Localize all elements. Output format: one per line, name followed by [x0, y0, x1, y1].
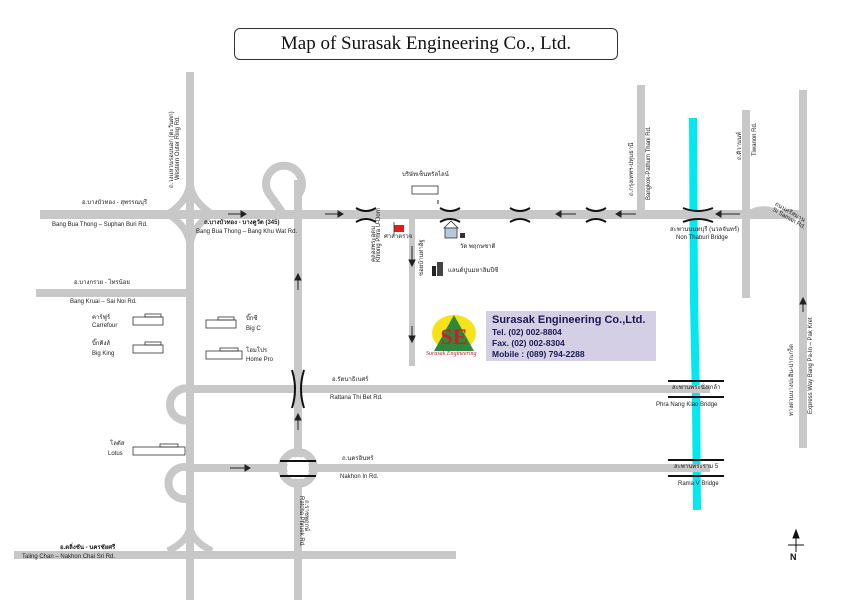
landmark-label: คาร์ฟูร์ — [92, 315, 111, 321]
chao-phraya-river — [689, 117, 701, 511]
landmark-label: Carrefour — [92, 323, 118, 329]
landmark-label: Home Pro — [246, 357, 274, 363]
bridge-label: Rama V Bridge — [678, 481, 719, 487]
road-label: Tiwanon Rd. — [752, 122, 758, 156]
road-label: Taling Chan – Nakhon Chai Sri Rd. — [22, 554, 116, 560]
landmark-label: บริษัทเซ็นทรัลไลน์ — [402, 172, 449, 178]
landmark-label: Big King — [92, 351, 115, 357]
landmark-label: บิ๊กซี — [246, 316, 258, 322]
road-label: Bang Bua Thong – Bang Khu Wat Rd. — [196, 229, 298, 235]
company-name: Surasak Engineering Co.,Ltd. — [492, 314, 646, 326]
road-label: Bangkok-Pathum Thani Rd. — [646, 126, 652, 200]
landmark-label: โฮมโปร — [246, 348, 268, 354]
bridge-label: Phra Nang Klao Bridge — [656, 402, 718, 408]
road-label: Western Outer Ring Rd. — [175, 116, 181, 180]
company-tel: Tel. (02) 002-8804 — [492, 327, 562, 337]
bridge-label: สะพานพระราม 5 — [674, 464, 719, 470]
temple-icon — [443, 220, 465, 239]
bridge-label: สะพานพระนั่งเกล้า — [672, 385, 721, 391]
landmark-label: แลนด์ปูนมหาลิมปีซี — [448, 268, 499, 274]
road-label: Khlong Phra U-Dom — [376, 208, 382, 262]
road-label: ทางด่วนบางปะอิน-ปากเกร็ด — [789, 343, 795, 416]
north-arrow-icon — [788, 528, 804, 552]
company-contact-panel: Surasak Engineering Co.,Ltd. Tel. (02) 0… — [486, 311, 656, 361]
map-title: Map of Surasak Engineering Co., Ltd. — [234, 28, 618, 60]
road-label: อ.ตลิ่งชัน - นครชัยศรี — [60, 545, 116, 551]
logo-caption: Surasak Engineering — [426, 351, 477, 357]
road-label: ถ.นครอินทร์ — [342, 456, 374, 462]
landmark-label: บิ๊กคิงส์ — [92, 341, 111, 347]
road-label: อ.บางบัวทอง - สุพรรณบุรี — [82, 200, 148, 206]
road-label: ซอยบ้านท่าอิฐ — [419, 239, 425, 276]
landmark-label: ศาลาตรวจ — [384, 234, 413, 240]
road-label: Express Way Bang Pa-In – Pak Kret — [808, 317, 814, 415]
company-fax: Fax. (02) 002-8304 — [492, 338, 565, 348]
landmark-label: Lotus — [108, 451, 123, 457]
bridge-label: Non Thaburi Bridge — [676, 235, 728, 241]
road-label: Bang Bua Thong – Suphan Buri Rd. — [52, 222, 148, 228]
road-label: อ.บางกรวย - ไทรน้อย — [74, 280, 130, 286]
direction-arrows — [228, 200, 807, 472]
road-label: Nakhon In Rd. — [340, 474, 379, 480]
road-network — [14, 72, 807, 600]
road-label: ถ.ติวานนท์ — [737, 131, 743, 160]
company-mobile: Mobile : (089) 794-2288 — [492, 349, 585, 359]
road-label: อ.รัตนาธิเบศร์ — [332, 377, 369, 383]
bridge-markers — [280, 207, 724, 477]
factory-icon — [432, 262, 443, 276]
landmark-label: วัด พฤกษชาติ — [460, 244, 496, 250]
road-label: Ratcha Phruek Rd. — [298, 496, 304, 547]
logo-monogram: SE — [441, 324, 468, 349]
landmark-label: Big C — [246, 326, 261, 332]
building-icons — [132, 185, 439, 456]
road-label: ถ.บางบัวทอง - บางคูวัด (345) — [204, 220, 280, 226]
u-turn-loops — [164, 161, 800, 503]
road-label: Rattana Thi Bet Rd. — [330, 395, 383, 401]
north-label: N — [790, 552, 797, 562]
landmark-label: โลตัส — [110, 441, 125, 447]
road-label: ถ.กรุงเทพฯ-ปทุมธานี — [629, 142, 635, 196]
company-logo: SE — [432, 315, 476, 351]
road-label: Bang Kruai – Sai Noi Rd. — [70, 299, 137, 305]
police-flag-icon — [393, 222, 404, 236]
bridge-label: สะพานนนทบุรี (นวลจันทร์) — [670, 227, 740, 233]
